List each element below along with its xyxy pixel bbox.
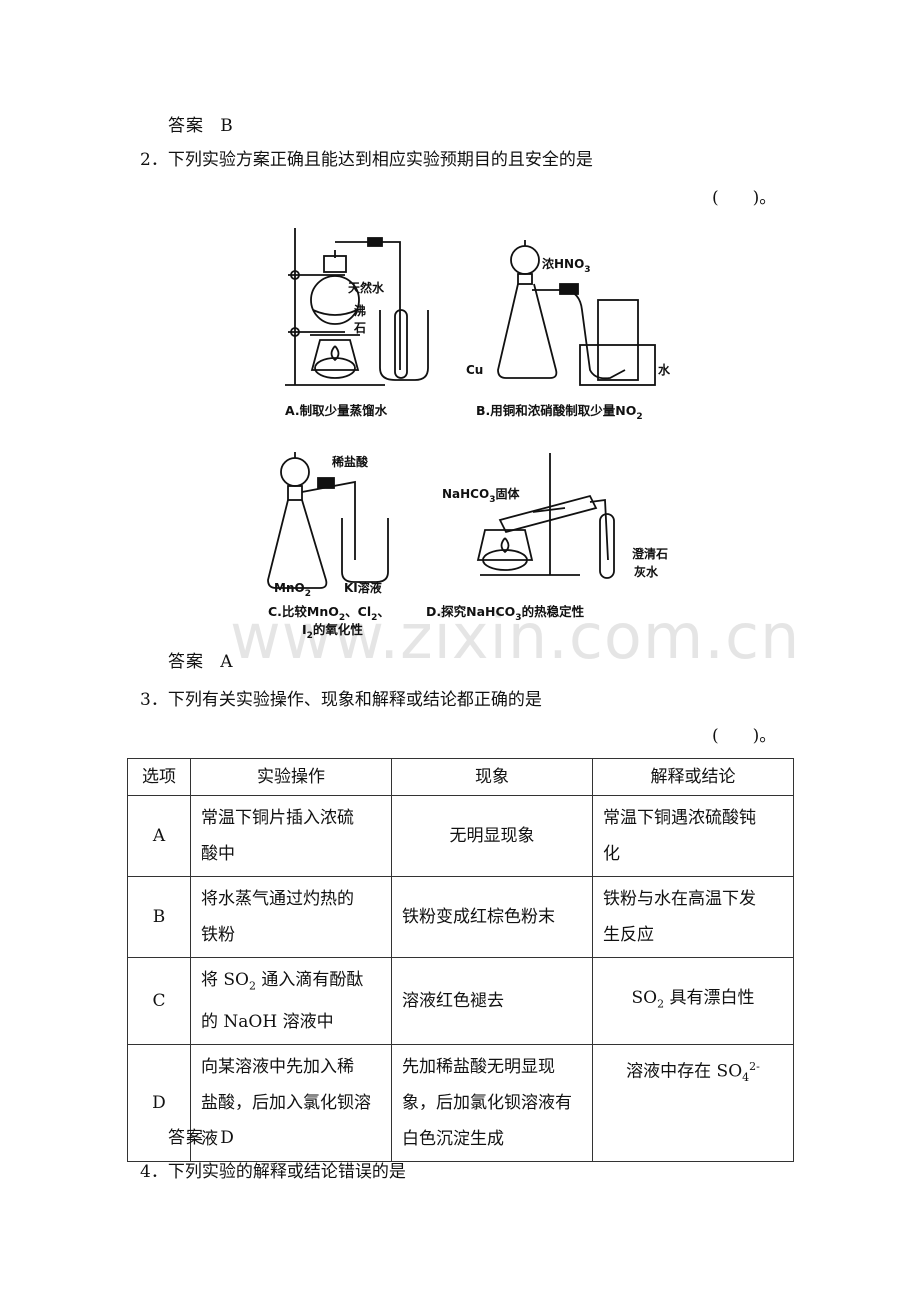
answer-value: D bbox=[220, 1128, 234, 1148]
label-boiling-stone-1: 沸 bbox=[354, 303, 366, 318]
answer-label: 答案 bbox=[168, 116, 204, 136]
label-nahco3-solid: NaHCO3固体 bbox=[442, 486, 520, 505]
cell-conclusion: 溶液中存在 SO42- bbox=[592, 1044, 794, 1163]
label-water: 水 bbox=[658, 362, 670, 377]
question-number: 3． bbox=[140, 690, 168, 710]
label-limewater-1: 澄清石 bbox=[632, 546, 668, 561]
cell-phenomenon: 先加稀盐酸无明显现象，后加氯化钡溶液有白色沉淀生成 bbox=[391, 1044, 593, 1163]
answer-line-q1: 答案 B bbox=[168, 114, 233, 138]
table-row: A 常温下铜片插入浓硫酸中 无明显现象 常温下铜遇浓硫酸钝化 bbox=[127, 795, 794, 877]
answer-line-q3: 答案 D bbox=[168, 1126, 234, 1150]
table-row: B 将水蒸气通过灼热的铁粉 铁粉变成红棕色粉末 铁粉与水在高温下发生反应 bbox=[127, 876, 794, 958]
label-boiling-stone-2: 石 bbox=[353, 321, 366, 335]
cell-conclusion: 常温下铜遇浓硫酸钝化 bbox=[592, 795, 794, 877]
question-number: 4． bbox=[140, 1162, 168, 1182]
panel-d-thermal bbox=[476, 453, 615, 579]
caption-c-line2: I2的氧化性 bbox=[302, 622, 363, 640]
question-4-stem: 4．下列实验的解释或结论错误的是 bbox=[140, 1160, 406, 1184]
cell-operation: 将水蒸气通过灼热的铁粉 bbox=[190, 876, 392, 958]
panel-b-no2 bbox=[497, 240, 656, 386]
cell-phenomenon: 溶液红色褪去 bbox=[391, 956, 593, 1046]
label-conc-hno3: 浓HNO3 bbox=[542, 256, 591, 275]
answer-blank: ( )。 bbox=[712, 726, 777, 746]
label-limewater-2: 灰水 bbox=[634, 564, 659, 579]
question-2-stem: 2．下列实验方案正确且能达到相应实验预期目的且安全的是 bbox=[140, 148, 593, 172]
apparatus-figure: 天然水 沸 石 A.制取少量蒸馏水 浓HNO3 Cu 水 B.用铜和浓硝酸制取少… bbox=[267, 228, 670, 640]
answer-line-q2: 答案 A bbox=[168, 650, 233, 674]
header-phenomenon: 现象 bbox=[391, 758, 593, 796]
label-ki-solution: KI溶液 bbox=[344, 580, 382, 595]
question-3-stem: 3．下列有关实验操作、现象和解释或结论都正确的是 bbox=[140, 688, 542, 712]
watermark: www.zixin.com.cn bbox=[230, 600, 801, 673]
cell-option: C bbox=[127, 956, 191, 1046]
header-conclusion: 解释或结论 bbox=[592, 758, 794, 796]
cell-conclusion: 铁粉与水在高温下发生反应 bbox=[592, 876, 794, 958]
answer-value: B bbox=[220, 116, 233, 136]
label-natural-water: 天然水 bbox=[348, 280, 385, 295]
cell-operation: 将 SO2 通入滴有酚酞的 NaOH 溶液中 bbox=[190, 956, 392, 1046]
cell-option: A bbox=[127, 795, 191, 877]
caption-a: A.制取少量蒸馏水 bbox=[285, 403, 388, 418]
header-option: 选项 bbox=[127, 758, 191, 796]
answer-label: 答案 bbox=[168, 1128, 204, 1148]
label-dilute-hcl: 稀盐酸 bbox=[332, 454, 369, 469]
caption-c-line1: C.比较MnO2、Cl2、 bbox=[268, 604, 390, 623]
experiment-table: 选项 实验操作 现象 解释或结论 A 常温下铜片插入浓硫酸中 无明显现象 常温下… bbox=[127, 758, 794, 1163]
answer-label: 答案 bbox=[168, 652, 204, 672]
question-number: 2． bbox=[140, 150, 168, 170]
panel-a-distillation bbox=[285, 228, 429, 386]
question-text: 下列实验的解释或结论错误的是 bbox=[167, 1162, 406, 1182]
label-cu: Cu bbox=[466, 363, 483, 377]
panel-c-oxidation bbox=[267, 452, 389, 589]
caption-d: D.探究NaHCO3的热稳定性 bbox=[426, 604, 585, 623]
cell-phenomenon: 无明显现象 bbox=[391, 795, 593, 877]
cell-operation: 常温下铜片插入浓硫酸中 bbox=[190, 795, 392, 877]
answer-value: A bbox=[220, 652, 233, 672]
label-mno2: MnO2 bbox=[274, 581, 311, 599]
cell-conclusion: SO2 具有漂白性 bbox=[592, 956, 794, 1046]
table-row: D 向某溶液中先加入稀盐酸，后加入氯化钡溶液 先加稀盐酸无明显现象，后加氯化钡溶… bbox=[127, 1044, 794, 1163]
header-operation: 实验操作 bbox=[190, 758, 392, 796]
cell-phenomenon: 铁粉变成红棕色粉末 bbox=[391, 876, 593, 958]
table-header-row: 选项 实验操作 现象 解释或结论 bbox=[127, 758, 794, 796]
cell-option: B bbox=[127, 876, 191, 958]
cell-operation: 向某溶液中先加入稀盐酸，后加入氯化钡溶液 bbox=[190, 1044, 392, 1163]
caption-b: B.用铜和浓硝酸制取少量NO2 bbox=[476, 403, 643, 422]
question-text: 下列实验方案正确且能达到相应实验预期目的且安全的是 bbox=[167, 150, 593, 170]
answer-blank: ( )。 bbox=[712, 188, 777, 208]
table-row: C 将 SO2 通入滴有酚酞的 NaOH 溶液中 溶液红色褪去 SO2 具有漂白… bbox=[127, 956, 794, 1046]
question-text: 下列有关实验操作、现象和解释或结论都正确的是 bbox=[167, 690, 542, 710]
